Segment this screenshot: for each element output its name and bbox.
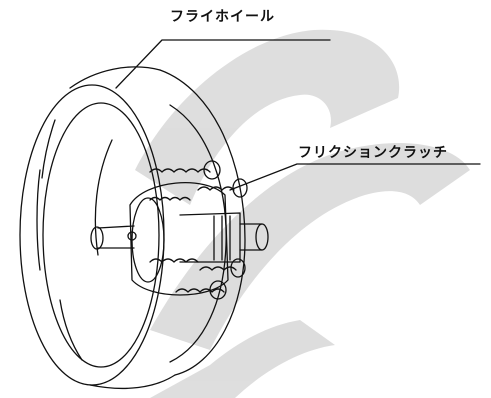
hub-body xyxy=(179,212,241,263)
flywheel-hub-arc xyxy=(94,139,113,256)
spring-bottom xyxy=(175,288,225,293)
spring-cap-upper-right xyxy=(232,178,248,198)
right-shaft-end xyxy=(255,223,269,251)
flywheel-front-rim xyxy=(19,84,165,386)
right-shaft xyxy=(239,223,263,251)
flywheel-face-ring xyxy=(169,104,227,363)
flywheel-leader-line xyxy=(115,39,331,89)
flywheel-shading-2 xyxy=(41,119,56,179)
spring-cap-lower-right xyxy=(230,258,246,278)
flywheel-label: フライホイール xyxy=(170,9,275,25)
clutch-body xyxy=(129,182,229,296)
spring-upper-right xyxy=(197,186,235,191)
flywheel-back-edge xyxy=(159,69,246,376)
friction-clutch-label: フリクションクラッチ xyxy=(298,145,448,161)
flywheel xyxy=(19,66,246,390)
bolt-hole xyxy=(127,231,137,241)
springs xyxy=(149,168,237,293)
spring-mid-left xyxy=(149,196,191,201)
left-shaft xyxy=(97,225,135,249)
left-shaft-end xyxy=(90,226,104,250)
spring-cap-bottom xyxy=(209,280,227,300)
spring-cap-top xyxy=(203,160,221,180)
watermark-stripe-upper xyxy=(135,29,400,205)
hub-splines xyxy=(213,215,231,261)
flywheel-rim-bottom-edge xyxy=(89,374,176,390)
spring-lower-right xyxy=(199,266,237,271)
flywheel-inner-rim xyxy=(42,102,160,368)
watermark-stripe-lower xyxy=(150,320,335,398)
spring-top xyxy=(149,168,211,173)
spring-lower-left xyxy=(149,258,199,263)
flywheel-shading-3 xyxy=(59,299,83,361)
flywheel-shading-1 xyxy=(36,169,41,271)
flywheel-rim-top-edge xyxy=(69,66,161,89)
clutch-leader-line xyxy=(229,163,481,191)
friction-clutch xyxy=(90,160,269,300)
watermark-stripe-middle xyxy=(150,142,470,350)
